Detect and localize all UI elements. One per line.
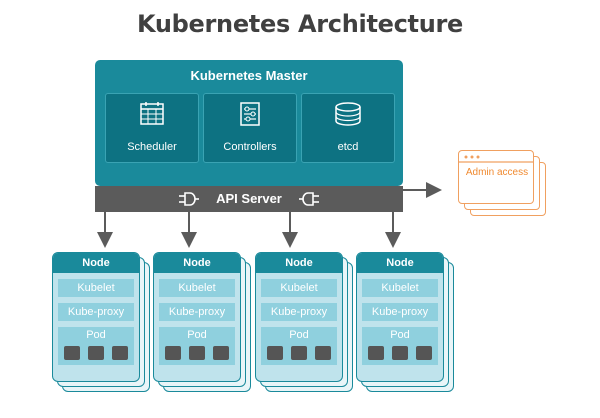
pod-label: Pod: [187, 329, 207, 341]
etcd-label: etcd: [337, 141, 359, 153]
node-4: Node Kubelet Kube-proxy Pod: [356, 252, 454, 394]
container-icon: [88, 346, 104, 360]
plug-left-icon: [177, 190, 199, 213]
container-icon: [392, 346, 408, 360]
database-icon: [302, 101, 394, 132]
container-icon: [112, 346, 128, 360]
kube-proxy-label: Kube-proxy: [261, 303, 337, 321]
container-icon: [416, 346, 432, 360]
pod-box: Pod: [159, 327, 235, 365]
node-title: Node: [53, 253, 139, 273]
admin-access: Admin access: [458, 150, 548, 216]
node-title: Node: [154, 253, 240, 273]
api-server-bar: API Server: [95, 186, 403, 212]
kube-proxy-label: Kube-proxy: [58, 303, 134, 321]
container-icon: [64, 346, 80, 360]
node-2: Node Kubelet Kube-proxy Pod: [153, 252, 251, 394]
node-title: Node: [256, 253, 342, 273]
node-1: Node Kubelet Kube-proxy Pod: [52, 252, 150, 394]
scheduler-label: Scheduler: [127, 141, 177, 153]
node-3: Node Kubelet Kube-proxy Pod: [255, 252, 353, 394]
calendar-icon: [106, 101, 198, 132]
kube-proxy-label: Kube-proxy: [159, 303, 235, 321]
container-icon: [189, 346, 205, 360]
window-dots-icon: [464, 155, 480, 159]
controllers-box: Controllers: [203, 93, 297, 163]
container-icon: [213, 346, 229, 360]
kube-proxy-label: Kube-proxy: [362, 303, 438, 321]
container-icon: [291, 346, 307, 360]
admin-window-front: Admin access: [458, 150, 534, 204]
admin-label: Admin access: [465, 167, 529, 178]
kubernetes-master: Kubernetes Master Scheduler Controllers: [95, 60, 403, 186]
sliders-icon: [204, 101, 296, 132]
etcd-box: etcd: [301, 93, 395, 163]
container-icon: [165, 346, 181, 360]
plug-right-icon: [299, 190, 321, 213]
kubelet-label: Kubelet: [159, 279, 235, 297]
diagram-title: Kubernetes Architecture: [136, 10, 463, 38]
pod-label: Pod: [86, 329, 106, 341]
container-icon: [267, 346, 283, 360]
scheduler-box: Scheduler: [105, 93, 199, 163]
kubelet-label: Kubelet: [362, 279, 438, 297]
pod-label: Pod: [289, 329, 309, 341]
pod-label: Pod: [390, 329, 410, 341]
controllers-label: Controllers: [223, 141, 277, 153]
container-icon: [368, 346, 384, 360]
kubelet-label: Kubelet: [261, 279, 337, 297]
node-title: Node: [357, 253, 443, 273]
container-icon: [315, 346, 331, 360]
pod-box: Pod: [58, 327, 134, 365]
master-title: Kubernetes Master: [190, 68, 308, 83]
pod-box: Pod: [362, 327, 438, 365]
kubelet-label: Kubelet: [58, 279, 134, 297]
pod-box: Pod: [261, 327, 337, 365]
api-server-label: API Server: [216, 191, 282, 206]
